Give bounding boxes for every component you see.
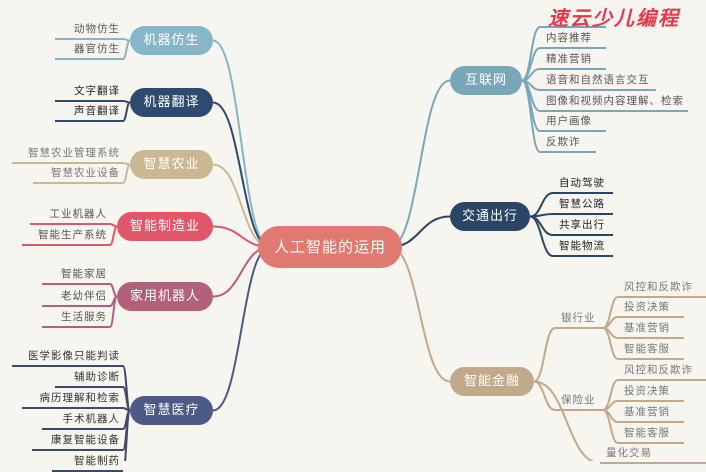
- node-finance[interactable]: 智能金融: [450, 367, 534, 396]
- leaf-item[interactable]: 内容推荐: [540, 31, 606, 49]
- sub-node-insurance[interactable]: 保险业: [555, 393, 603, 411]
- connector-line: [533, 327, 556, 383]
- leaf-item[interactable]: 智能客服: [618, 426, 684, 444]
- leaf-item[interactable]: 自动驾驶: [553, 176, 613, 194]
- connector-line: [109, 283, 118, 298]
- leaf-item[interactable]: 语音和自然语言交互: [540, 73, 656, 91]
- connector-line: [602, 409, 619, 444]
- leaf-item[interactable]: 工业机器人: [30, 207, 110, 225]
- leaf-item[interactable]: 文字翻译: [55, 84, 123, 102]
- sub-node-banking[interactable]: 银行业: [555, 311, 603, 329]
- leaf-item[interactable]: 智慧农业设备: [33, 166, 123, 184]
- connector-line: [389, 246, 451, 383]
- leaf-item[interactable]: 基准营销: [618, 405, 684, 423]
- leaf-item[interactable]: 病历理解和检索: [22, 391, 123, 409]
- leaf-item[interactable]: 用户画像: [540, 114, 606, 132]
- connector-line: [122, 163, 131, 184]
- node-translation[interactable]: 机器翻译: [130, 88, 213, 117]
- leaf-item[interactable]: 智能物流: [553, 239, 613, 257]
- connector-line: [109, 225, 118, 246]
- connector-line: [122, 101, 131, 122]
- watermark-logo: 速云少儿编程: [548, 6, 680, 30]
- connector-line: [124, 409, 131, 461]
- connector-line: [109, 295, 118, 328]
- central-node[interactable]: 人工智能的运用: [258, 226, 402, 268]
- connector-line: [602, 400, 619, 411]
- connector-line: [389, 79, 451, 248]
- leaf-item[interactable]: 智能客服: [618, 342, 684, 360]
- leaf-item[interactable]: 智慧公路: [553, 197, 613, 215]
- leaf-item[interactable]: 老幼伴侣: [42, 289, 110, 307]
- leaf-item[interactable]: 动物仿生: [55, 22, 123, 40]
- connector-line: [122, 39, 131, 60]
- leaf-item[interactable]: 风控和反欺诈: [618, 280, 706, 298]
- leaf-item[interactable]: 精准营销: [540, 52, 606, 70]
- connector-line: [521, 79, 541, 153]
- sub-node-quant-trading[interactable]: 量化交易: [600, 446, 706, 464]
- node-internet[interactable]: 互联网: [450, 66, 522, 95]
- connector-line: [529, 215, 554, 257]
- leaf-item[interactable]: 智能家居: [42, 267, 110, 285]
- leaf-item[interactable]: 声音翻译: [55, 104, 123, 122]
- leaf-item[interactable]: 智能生产系统: [22, 228, 110, 246]
- leaf-item[interactable]: 投资决策: [618, 300, 684, 318]
- leaf-item[interactable]: 生活服务: [42, 310, 110, 328]
- node-healthcare[interactable]: 智慧医疗: [130, 396, 213, 425]
- leaf-item[interactable]: [540, 10, 606, 28]
- node-agriculture[interactable]: 智慧农业: [130, 150, 213, 179]
- leaf-item[interactable]: 智能制药: [52, 454, 123, 472]
- connector-line: [602, 327, 619, 360]
- node-bionics[interactable]: 机器仿生: [130, 26, 213, 55]
- connector-line: [529, 215, 554, 236]
- leaf-item[interactable]: 图像和视频内容理解、检索: [540, 94, 688, 112]
- leaf-item[interactable]: 康复智能设备: [32, 433, 123, 451]
- leaf-item[interactable]: 智慧农业管理系统: [12, 146, 123, 164]
- leaf-item[interactable]: 手术机器人: [42, 412, 123, 430]
- connector-line: [533, 380, 595, 461]
- node-transport[interactable]: 交通出行: [450, 202, 530, 231]
- node-manufacturing[interactable]: 智能制造业: [117, 212, 213, 241]
- leaf-item[interactable]: 器官仿生: [55, 42, 123, 60]
- leaf-item[interactable]: 风控和反欺诈: [618, 363, 706, 381]
- leaf-item[interactable]: 共享出行: [553, 218, 613, 236]
- leaf-item[interactable]: 基准营销: [618, 321, 684, 339]
- connector-line: [529, 192, 554, 218]
- leaf-item[interactable]: 医学影像只能判读: [12, 349, 123, 367]
- node-home-robot[interactable]: 家用机器人: [117, 282, 213, 311]
- leaf-item[interactable]: 反欺诈: [540, 135, 596, 153]
- leaf-item[interactable]: 投资决策: [618, 384, 684, 402]
- connector-line: [212, 101, 271, 248]
- leaf-item[interactable]: 辅助诊断: [55, 370, 123, 388]
- connector-line: [521, 26, 541, 82]
- connector-line: [212, 39, 271, 248]
